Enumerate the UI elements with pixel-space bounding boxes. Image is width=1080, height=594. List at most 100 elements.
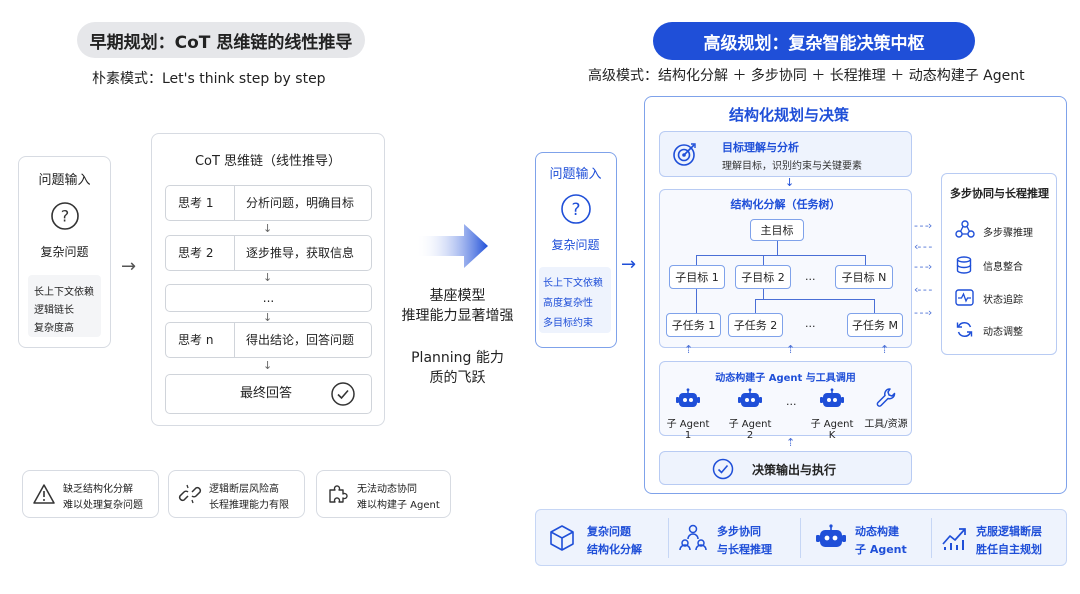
dashed-arrow: - - -› <box>914 260 932 273</box>
feature-line2: 胜任自主规划 <box>976 543 1042 556</box>
feature-line2: 与长程推理 <box>717 543 772 556</box>
right-question-tag: 长上下文依赖 <box>543 278 603 289</box>
issue-line2: 难以构建子 Agent <box>357 500 440 511</box>
side-item-label: 状态追踪 <box>983 295 1023 306</box>
right-question-title: 问题输入 <box>549 167 602 182</box>
robot-icon <box>820 388 844 407</box>
arrow-down-icon: ↓ <box>263 222 273 235</box>
team-icon <box>679 524 707 551</box>
dashed-arrow: - - -› <box>914 219 932 232</box>
middle-line3: Planning 能力 <box>411 350 504 366</box>
decision-output: 决策输出与执行 <box>659 451 912 485</box>
left-title: 早期规划：CoT 思维链的线性推导 <box>77 22 365 58</box>
cot-step-text: 逐步推导，获取信息 <box>246 246 355 260</box>
question-circle-icon: ? <box>51 202 79 230</box>
side-panel-title: 多步协同与长程推理 <box>950 187 1049 200</box>
up-arrow-icon: ⇡ <box>684 343 694 356</box>
subgoal-node: 子目标 2 <box>735 265 791 289</box>
middle-line1: 基座模型 <box>429 288 486 304</box>
cube-icon <box>550 525 574 551</box>
question-circle-icon: ? <box>561 194 591 224</box>
refresh-icon <box>956 321 973 338</box>
right-question-label: 复杂问题 <box>551 238 600 252</box>
question-input-box: 问题输入 ? 复杂问题 长上下文依赖 逻辑链长 复杂度高 <box>18 156 111 348</box>
hub-title: 结构化规划与决策 <box>728 106 849 124</box>
question-label: 复杂问题 <box>40 245 89 259</box>
decision-output-label: 决策输出与执行 <box>752 463 837 477</box>
goal-analysis: 目标理解与分析 理解目标，识别约束与关键要素 <box>659 131 912 177</box>
issue-line2: 难以处理复杂问题 <box>63 500 143 511</box>
check-circle-icon <box>331 382 355 406</box>
question-tags: 长上下文依赖 逻辑链长 复杂度高 <box>28 275 101 337</box>
cot-title: CoT 思维链（线性推导） <box>194 154 342 169</box>
cot-step: 思考 2 逐步推导，获取信息 <box>165 235 372 271</box>
issue-card: 逻辑断层风险高 长程推理能力有限 <box>168 470 305 518</box>
right-question-input-box: 问题输入 ? 复杂问题 长上下文依赖 高度复杂性 多目标约束 <box>535 152 617 348</box>
agent-label: 子 Agent K <box>810 419 854 441</box>
issue-line2: 长程推理能力有限 <box>209 500 289 511</box>
question-tag: 逻辑链长 <box>34 305 74 316</box>
task-ellipsis: ... <box>805 317 816 330</box>
robot-icon <box>676 388 700 407</box>
cot-step-ellipsis: ... <box>165 284 372 312</box>
robot-icon <box>738 388 762 407</box>
task-tree-title: 结构化分解（任务树） <box>730 198 841 211</box>
svg-text:?: ? <box>571 200 580 220</box>
cot-step-label: 思考 n <box>178 333 214 347</box>
side-item-label: 信息整合 <box>983 262 1023 273</box>
cot-step-label: 思考 1 <box>178 196 214 210</box>
svg-text:?: ? <box>61 207 70 226</box>
arrow-down-icon: ↓ <box>263 271 273 284</box>
arrow-right-icon: → <box>121 256 137 277</box>
subgoal-node: 子目标 N <box>835 265 893 289</box>
up-arrow-icon: ⇡ <box>786 436 796 449</box>
target-icon <box>673 143 696 166</box>
up-arrow-icon: ⇡ <box>880 343 890 356</box>
check-circle-icon <box>712 458 734 480</box>
cot-step-text: ... <box>262 291 275 305</box>
middle-line4: 质的飞跃 <box>429 370 486 386</box>
puzzle-icon <box>329 485 348 503</box>
agent-label: 子 Agent 2 <box>728 419 772 441</box>
final-answer: 最终回答 <box>165 374 372 414</box>
question-input-title: 问题输入 <box>38 173 91 188</box>
feature-line2: 子 Agent <box>855 543 907 556</box>
dashed-arrow: - - -› <box>914 306 932 319</box>
left-subtitle: 朴素模式：Let's think step by step <box>92 71 326 87</box>
question-tag: 长上下文依赖 <box>34 287 94 298</box>
final-answer-label: 最终回答 <box>240 386 293 401</box>
dashed-arrow: ‹- - - <box>914 283 932 296</box>
cot-step-label: 思考 2 <box>178 246 214 260</box>
cot-step-text: 得出结论，回答问题 <box>246 333 355 347</box>
arrow-down-icon: ↓ <box>785 176 795 189</box>
right-question-tag: 多目标约束 <box>543 318 593 329</box>
feature-line1: 动态构建 <box>855 525 899 538</box>
feature-line1: 复杂问题 <box>587 525 631 538</box>
side-item-label: 动态调整 <box>983 327 1023 338</box>
warning-icon <box>33 484 55 504</box>
pulse-icon <box>955 289 974 306</box>
issue-card: 无法动态协同 难以构建子 Agent <box>316 470 451 518</box>
right-title: 高级规划：复杂智能决策中枢 <box>653 22 975 60</box>
tool-label: 工具/资源 <box>864 419 908 430</box>
right-question-tag: 高度复杂性 <box>543 298 593 309</box>
subgoal-node: 子目标 1 <box>669 265 725 289</box>
subgoal-ellipsis: ... <box>805 270 816 283</box>
issue-line1: 无法动态协同 <box>357 484 417 495</box>
cot-step: 思考 n 得出结论，回答问题 <box>165 322 372 358</box>
issue-line1: 缺乏结构化分解 <box>63 484 133 495</box>
task-node: 子任务 M <box>847 313 903 337</box>
wrench-icon <box>876 388 896 407</box>
task-node: 子任务 2 <box>728 313 783 337</box>
trend-icon <box>942 528 966 550</box>
cot-step: 思考 1 分析问题，明确目标 <box>165 185 372 221</box>
up-arrow-icon: ⇡ <box>786 343 796 356</box>
right-subtitle: 高级模式：结构化分解 ＋ 多步协同 ＋ 长程推理 ＋ 动态构建子 Agent <box>588 68 1025 84</box>
agent-label: 子 Agent 1 <box>666 419 710 441</box>
feature-line1: 克服逻辑断层 <box>976 525 1042 538</box>
arrow-right-icon: → <box>621 254 637 275</box>
task-node: 子任务 1 <box>666 313 721 337</box>
agent-panel <box>659 361 912 436</box>
robot-icon <box>816 524 846 547</box>
cot-step-text: 分析问题，明确目标 <box>246 196 355 210</box>
